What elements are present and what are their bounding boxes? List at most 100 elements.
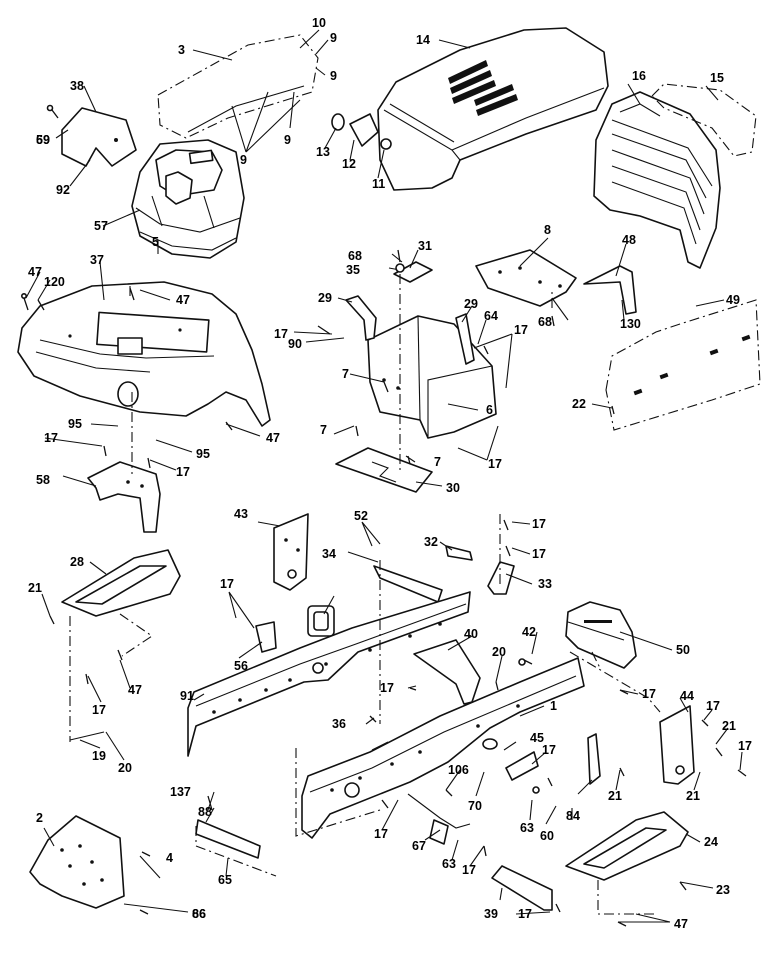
callout-64: 64 xyxy=(484,309,498,323)
callout-47-d: 47 xyxy=(128,683,142,697)
footrest-right xyxy=(565,811,689,881)
callout-23: 23 xyxy=(716,883,730,897)
callout-17-l: 17 xyxy=(706,699,720,713)
callout-44: 44 xyxy=(680,689,694,703)
front-bumper xyxy=(565,601,637,669)
callout-14: 14 xyxy=(416,33,430,47)
callout-17-p: 17 xyxy=(462,863,476,877)
callout-16: 16 xyxy=(632,69,646,83)
callout-10: 10 xyxy=(312,16,326,30)
callout-130: 130 xyxy=(620,317,641,331)
callout-17-j: 17 xyxy=(380,681,394,695)
alignment-lines xyxy=(69,274,661,915)
frame-rail-right xyxy=(301,657,585,839)
bracket-39 xyxy=(491,865,553,911)
bracket-34 xyxy=(373,565,443,603)
callout-60: 60 xyxy=(540,829,554,843)
callout-67: 67 xyxy=(412,839,426,853)
callout-52: 52 xyxy=(354,509,368,523)
callout-137: 137 xyxy=(170,785,191,799)
callout-17-m: 17 xyxy=(738,739,752,753)
callout-29-a: 29 xyxy=(318,291,332,305)
fender xyxy=(17,281,271,427)
bracket-65 xyxy=(195,819,261,859)
brake-linkage xyxy=(407,738,539,845)
callout-70: 70 xyxy=(468,799,482,813)
callout-33: 33 xyxy=(538,577,552,591)
callout-7-a: 7 xyxy=(342,367,349,381)
callout-38: 38 xyxy=(70,79,84,93)
callout-42: 42 xyxy=(522,625,536,639)
plate-8 xyxy=(475,249,577,307)
callout-19: 19 xyxy=(92,749,106,763)
callout-5: 5 xyxy=(152,235,159,249)
callout-56: 56 xyxy=(234,659,248,673)
hood xyxy=(377,27,609,191)
callout-63-b: 63 xyxy=(442,857,456,871)
callout-40: 40 xyxy=(464,627,478,641)
callout-35: 35 xyxy=(346,263,360,277)
bracket-33 xyxy=(487,561,515,595)
callout-47-c: 47 xyxy=(266,431,280,445)
callout-9-c: 9 xyxy=(284,133,291,147)
callout-63-a: 63 xyxy=(520,821,534,835)
callout-57: 57 xyxy=(94,219,108,233)
callout-37: 37 xyxy=(90,253,104,267)
callout-11: 11 xyxy=(372,177,385,191)
callout-86-visible: 86 xyxy=(192,907,206,921)
frame-rail-left xyxy=(187,591,471,757)
bracket-84 xyxy=(587,733,601,785)
callout-58: 58 xyxy=(36,473,50,487)
callout-21-d: 21 xyxy=(608,789,622,803)
callout-66: 66 xyxy=(192,907,206,921)
callout-2: 2 xyxy=(36,811,43,825)
bracket-58 xyxy=(87,461,161,533)
callout-7-c: 7 xyxy=(434,455,441,469)
callout-20-b: 20 xyxy=(492,645,506,659)
callout-17-f: 17 xyxy=(92,703,106,717)
callout-17-n: 17 xyxy=(542,743,556,757)
callout-120: 120 xyxy=(44,275,65,289)
callout-3: 3 xyxy=(178,43,185,57)
footrest-left xyxy=(61,549,181,617)
callout-68-b: 68 xyxy=(538,315,552,329)
callout-92: 92 xyxy=(56,183,70,197)
callout-21-c: 21 xyxy=(686,789,700,803)
bracket-48 xyxy=(583,265,637,315)
grille xyxy=(593,91,721,269)
callout-32: 32 xyxy=(424,535,438,549)
callout-8: 8 xyxy=(544,223,551,237)
dash-console xyxy=(131,139,245,259)
hood-vent-grille xyxy=(448,60,518,116)
bracket-40 xyxy=(413,639,481,705)
callout-7-b: 7 xyxy=(320,423,327,437)
callout-17-o: 17 xyxy=(374,827,388,841)
callout-90: 90 xyxy=(288,337,302,351)
callout-49: 49 xyxy=(726,293,740,307)
bracket-44 xyxy=(659,705,695,785)
callout-95-b: 95 xyxy=(196,447,210,461)
callout-17-g: 17 xyxy=(220,577,234,591)
bottom-plate-2 xyxy=(29,815,125,909)
callout-43: 43 xyxy=(234,507,248,521)
callout-4: 4 xyxy=(166,851,173,865)
callout-50: 50 xyxy=(676,643,690,657)
dash-panel xyxy=(367,315,497,439)
callout-6: 6 xyxy=(486,403,493,417)
callout-17-b: 17 xyxy=(176,465,190,479)
callout-36: 36 xyxy=(332,717,346,731)
bracket-56 xyxy=(255,621,277,653)
callout-106: 106 xyxy=(448,763,469,777)
hood-hinge-parts xyxy=(331,113,392,150)
callout-9-a: 9 xyxy=(330,31,337,45)
callout-13: 13 xyxy=(316,145,330,159)
callout-17-e: 17 xyxy=(488,457,502,471)
callout-21-a: 21 xyxy=(28,581,42,595)
callout-31: 31 xyxy=(418,239,432,253)
callout-95-a: 95 xyxy=(68,417,82,431)
callout-47-e: 47 xyxy=(674,917,688,931)
callout-22: 22 xyxy=(572,397,586,411)
callout-17-a: 17 xyxy=(44,431,58,445)
callout-17-h: 17 xyxy=(532,517,546,531)
